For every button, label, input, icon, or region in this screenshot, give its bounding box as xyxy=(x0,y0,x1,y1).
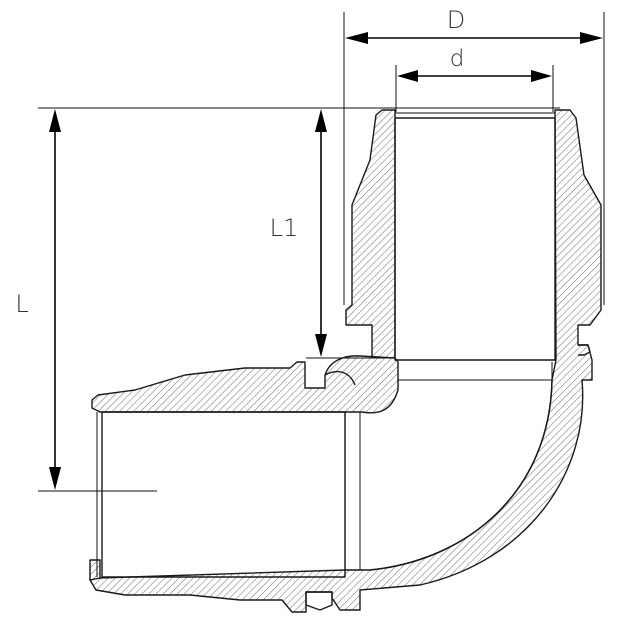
horizontal-pipe-bore xyxy=(101,411,346,578)
extension-lines xyxy=(38,12,605,492)
horizontal-socket-bottom-wall xyxy=(89,559,101,581)
dimension-label-L: L xyxy=(15,290,28,318)
dimension-d: d xyxy=(397,46,552,82)
vertical-socket-left-wall xyxy=(345,109,396,361)
dimension-L1: L1 xyxy=(270,109,327,357)
dimension-label-d: d xyxy=(450,46,465,72)
flow-passage-arc xyxy=(369,379,553,571)
bottom-seal-groove xyxy=(305,591,333,611)
right-seal-groove xyxy=(578,344,591,356)
inner-elbow-wall xyxy=(91,355,399,414)
fitting-bore-outlines xyxy=(96,112,591,611)
dimension-L: L xyxy=(15,109,61,490)
seal-groove xyxy=(324,370,356,386)
dimension-label-L1: L1 xyxy=(270,214,299,242)
dimension-label-D: D xyxy=(447,6,465,34)
dimension-D: D xyxy=(345,6,603,44)
vertical-pipe-bore xyxy=(394,117,556,361)
